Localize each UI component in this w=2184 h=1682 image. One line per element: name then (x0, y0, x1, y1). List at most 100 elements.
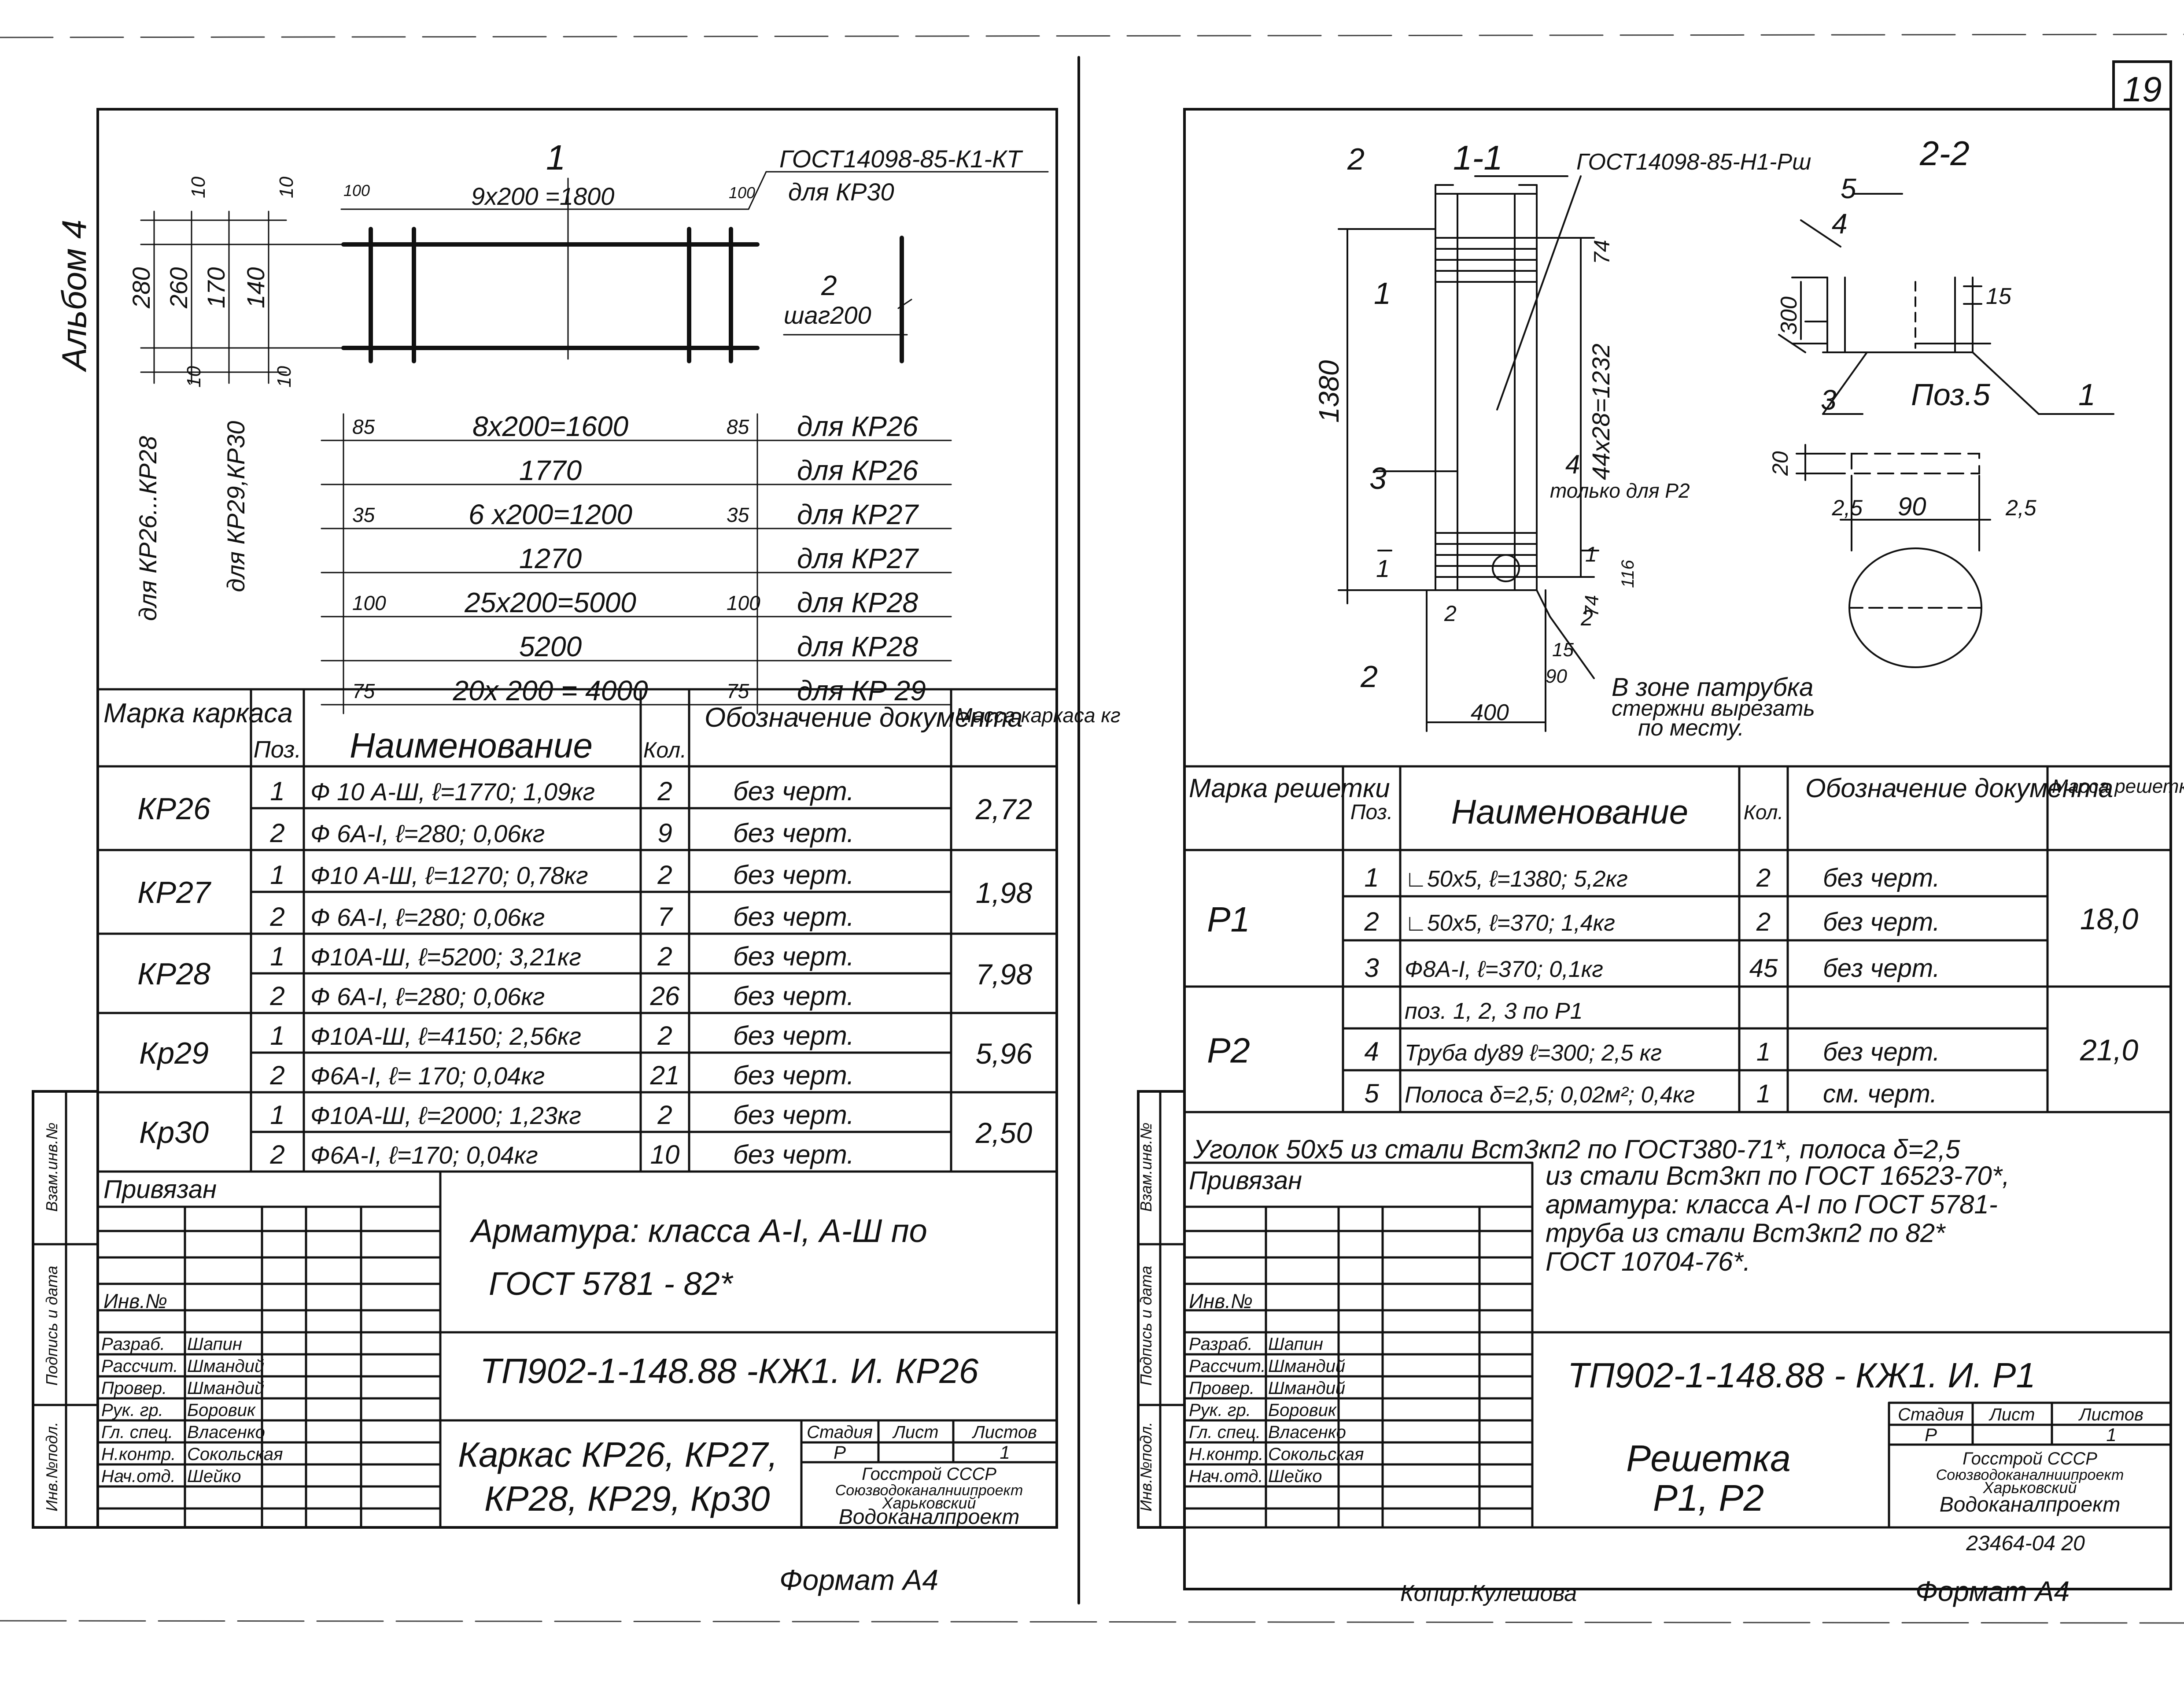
r-num-4: 4 (1565, 450, 1580, 479)
left-org-2: Союзводоканалниипроект (835, 1482, 1023, 1499)
person-role: Н.контр. (101, 1445, 176, 1464)
spec-qty: 2 (657, 776, 672, 806)
spec-name: Ф 6А-I, ℓ=280; 0,06кг (310, 820, 545, 847)
r-dim-400: 400 (1471, 700, 1509, 725)
spec-qty: 2 (657, 1021, 672, 1050)
right-spec-table (1183, 765, 2172, 1113)
grille-mark: Р1 (1207, 900, 1250, 939)
r-num-3b: 3 (1821, 384, 1837, 416)
grille-mark: Р2 (1207, 1031, 1250, 1070)
dim-row-name: для КР28 (797, 587, 918, 618)
left-note-2: ГОСТ 5781 - 82* (489, 1265, 734, 1302)
r-dim-116: 116 (1618, 559, 1638, 588)
right-note-1: Уголок 50x5 из стали Вст3кп2 по ГОСТ380-… (1193, 1135, 1960, 1164)
left-format: Формат А4 (779, 1564, 938, 1596)
r-num-2-mid: 2 (1444, 601, 1457, 626)
left-note-1: Арматура: класса А-I, А-Ш по (469, 1213, 927, 1249)
dim-row-left: 35 (352, 503, 375, 526)
r-num-2-bottom: 2 (1360, 659, 1378, 694)
left-privyazan: Привязан (103, 1175, 217, 1204)
spec-doc: без черт. (733, 776, 854, 806)
left-side-label-2: Подпись и дата (43, 1266, 61, 1386)
left-org-1: Госстрой СССР (862, 1464, 996, 1484)
gost-left: ГОСТ14098-85-К1-КТ (779, 145, 1023, 173)
spec-qty: 9 (657, 818, 672, 848)
left-title-block (32, 1090, 1058, 1529)
dim-row-name: для КР26 (797, 410, 918, 442)
r-num-1b: 1 (2078, 377, 2095, 412)
r-dim-25a: 2,5 (1831, 495, 1863, 520)
frame-mass: 1,98 (976, 876, 1033, 909)
left-header-doc: Обозначение документа (705, 702, 1023, 733)
spec-qty: 10 (650, 1140, 680, 1169)
dim-row-value: 20x 200 = 4000 (452, 675, 648, 706)
person-role: Разраб. (101, 1335, 165, 1354)
spec-name: Ф10 А-Ш, ℓ=1270; 0,78кг (310, 861, 588, 889)
right-header-qty: Кол. (1744, 801, 1783, 824)
r-dim-1380: 1380 (1313, 360, 1345, 423)
right-org-3: Харьковский (1982, 1479, 2077, 1497)
frame-mark: КР26 (137, 791, 210, 826)
left-side-label-3: Инв.№подл. (43, 1422, 61, 1511)
dim-row-name: для КР27 (797, 543, 919, 574)
dim-row-right: 75 (727, 680, 749, 702)
spec-qty: 45 (1749, 954, 1778, 983)
spec-doc: без черт. (1823, 1038, 1940, 1066)
person-role: Н.контр. (1189, 1445, 1263, 1464)
right-archive-no: 23464-04 20 (1966, 1532, 2085, 1555)
r-by-place: по месту. (1638, 715, 1744, 741)
gost-right: ГОСТ14098-85-Н1-Рш (1576, 149, 1811, 175)
right-header-pos: Поз. (1350, 801, 1393, 824)
r-dim-15b: 15 (1986, 284, 2012, 309)
left-spec-table (96, 688, 1058, 1173)
spec-doc: без черт. (733, 942, 854, 971)
r-num-2-top: 2 (1347, 142, 1365, 176)
person-role: Рук. гр. (1189, 1401, 1251, 1420)
right-grille-drawing (1338, 175, 2114, 732)
dim-170: 170 (202, 267, 230, 308)
dim-140: 140 (242, 267, 269, 308)
spec-doc: без черт. (733, 1021, 854, 1050)
spec-name: ∟50x5, ℓ=1380; 5,2кг (1405, 866, 1628, 892)
right-side-label-1: Взам.инв.№ (1137, 1123, 1155, 1212)
right-drawing-code: ТП902-1-148.88 - КЖ1. И. Р1 (1568, 1356, 2036, 1395)
dim-row-name: для КР 29 (797, 675, 926, 706)
spec-qty: 2 (1756, 864, 1771, 892)
frame-mass: 5,96 (976, 1037, 1033, 1070)
dim-row-value: 8x200=1600 (472, 410, 629, 442)
person-role: Нач.отд. (1189, 1467, 1263, 1486)
spec-qty: 2 (657, 1100, 672, 1130)
spec-qty: 21 (650, 1061, 680, 1090)
right-title-1: Решетка (1626, 1438, 1791, 1479)
person-role: Провер. (1189, 1379, 1254, 1398)
dim-row-right: 85 (727, 415, 749, 438)
dim-row-right: 35 (727, 503, 749, 526)
right-privyazan: Привязан (1189, 1166, 1302, 1195)
spec-doc: без черт. (733, 981, 854, 1011)
spec-name: Ф 10 А-Ш, ℓ=1770; 1,09кг (310, 778, 595, 806)
person-role: Рассчит. (101, 1357, 178, 1376)
spec-pos: 4 (1364, 1037, 1379, 1066)
left-sheets-header: Листов (971, 1423, 1037, 1442)
spec-qty: 1 (1756, 1079, 1771, 1108)
dim-row-value: 5200 (519, 631, 582, 662)
spec-pos: 2 (269, 818, 284, 848)
spec-qty: 2 (1756, 908, 1771, 936)
grille-mass: 18,0 (2080, 902, 2139, 936)
r-dim-90: 90 (1546, 665, 1567, 687)
left-title-1: Каркас КР26, КР27, (458, 1435, 778, 1474)
spec-pos: 1 (270, 860, 284, 890)
frame-mass: 2,72 (975, 793, 1032, 825)
spec-pos: 3 (1364, 953, 1379, 983)
r-dim-15: 15 (1552, 639, 1574, 661)
dim-row-left: 75 (352, 680, 375, 702)
side-label-kr29-30: для КР29,КР30 (222, 421, 250, 592)
spec-name: поз. 1, 2, 3 по Р1 (1405, 998, 1583, 1024)
spec-pos: 2 (269, 902, 284, 932)
person-name: Шейко (1268, 1467, 1322, 1486)
spec-name: Ф10А-Ш, ℓ=2000; 1,23кг (310, 1102, 581, 1129)
person-name: Шмандий (1268, 1379, 1345, 1398)
person-name: Шмандий (1268, 1357, 1345, 1376)
spec-pos: 2 (269, 981, 284, 1011)
spec-pos: 1 (270, 776, 284, 806)
